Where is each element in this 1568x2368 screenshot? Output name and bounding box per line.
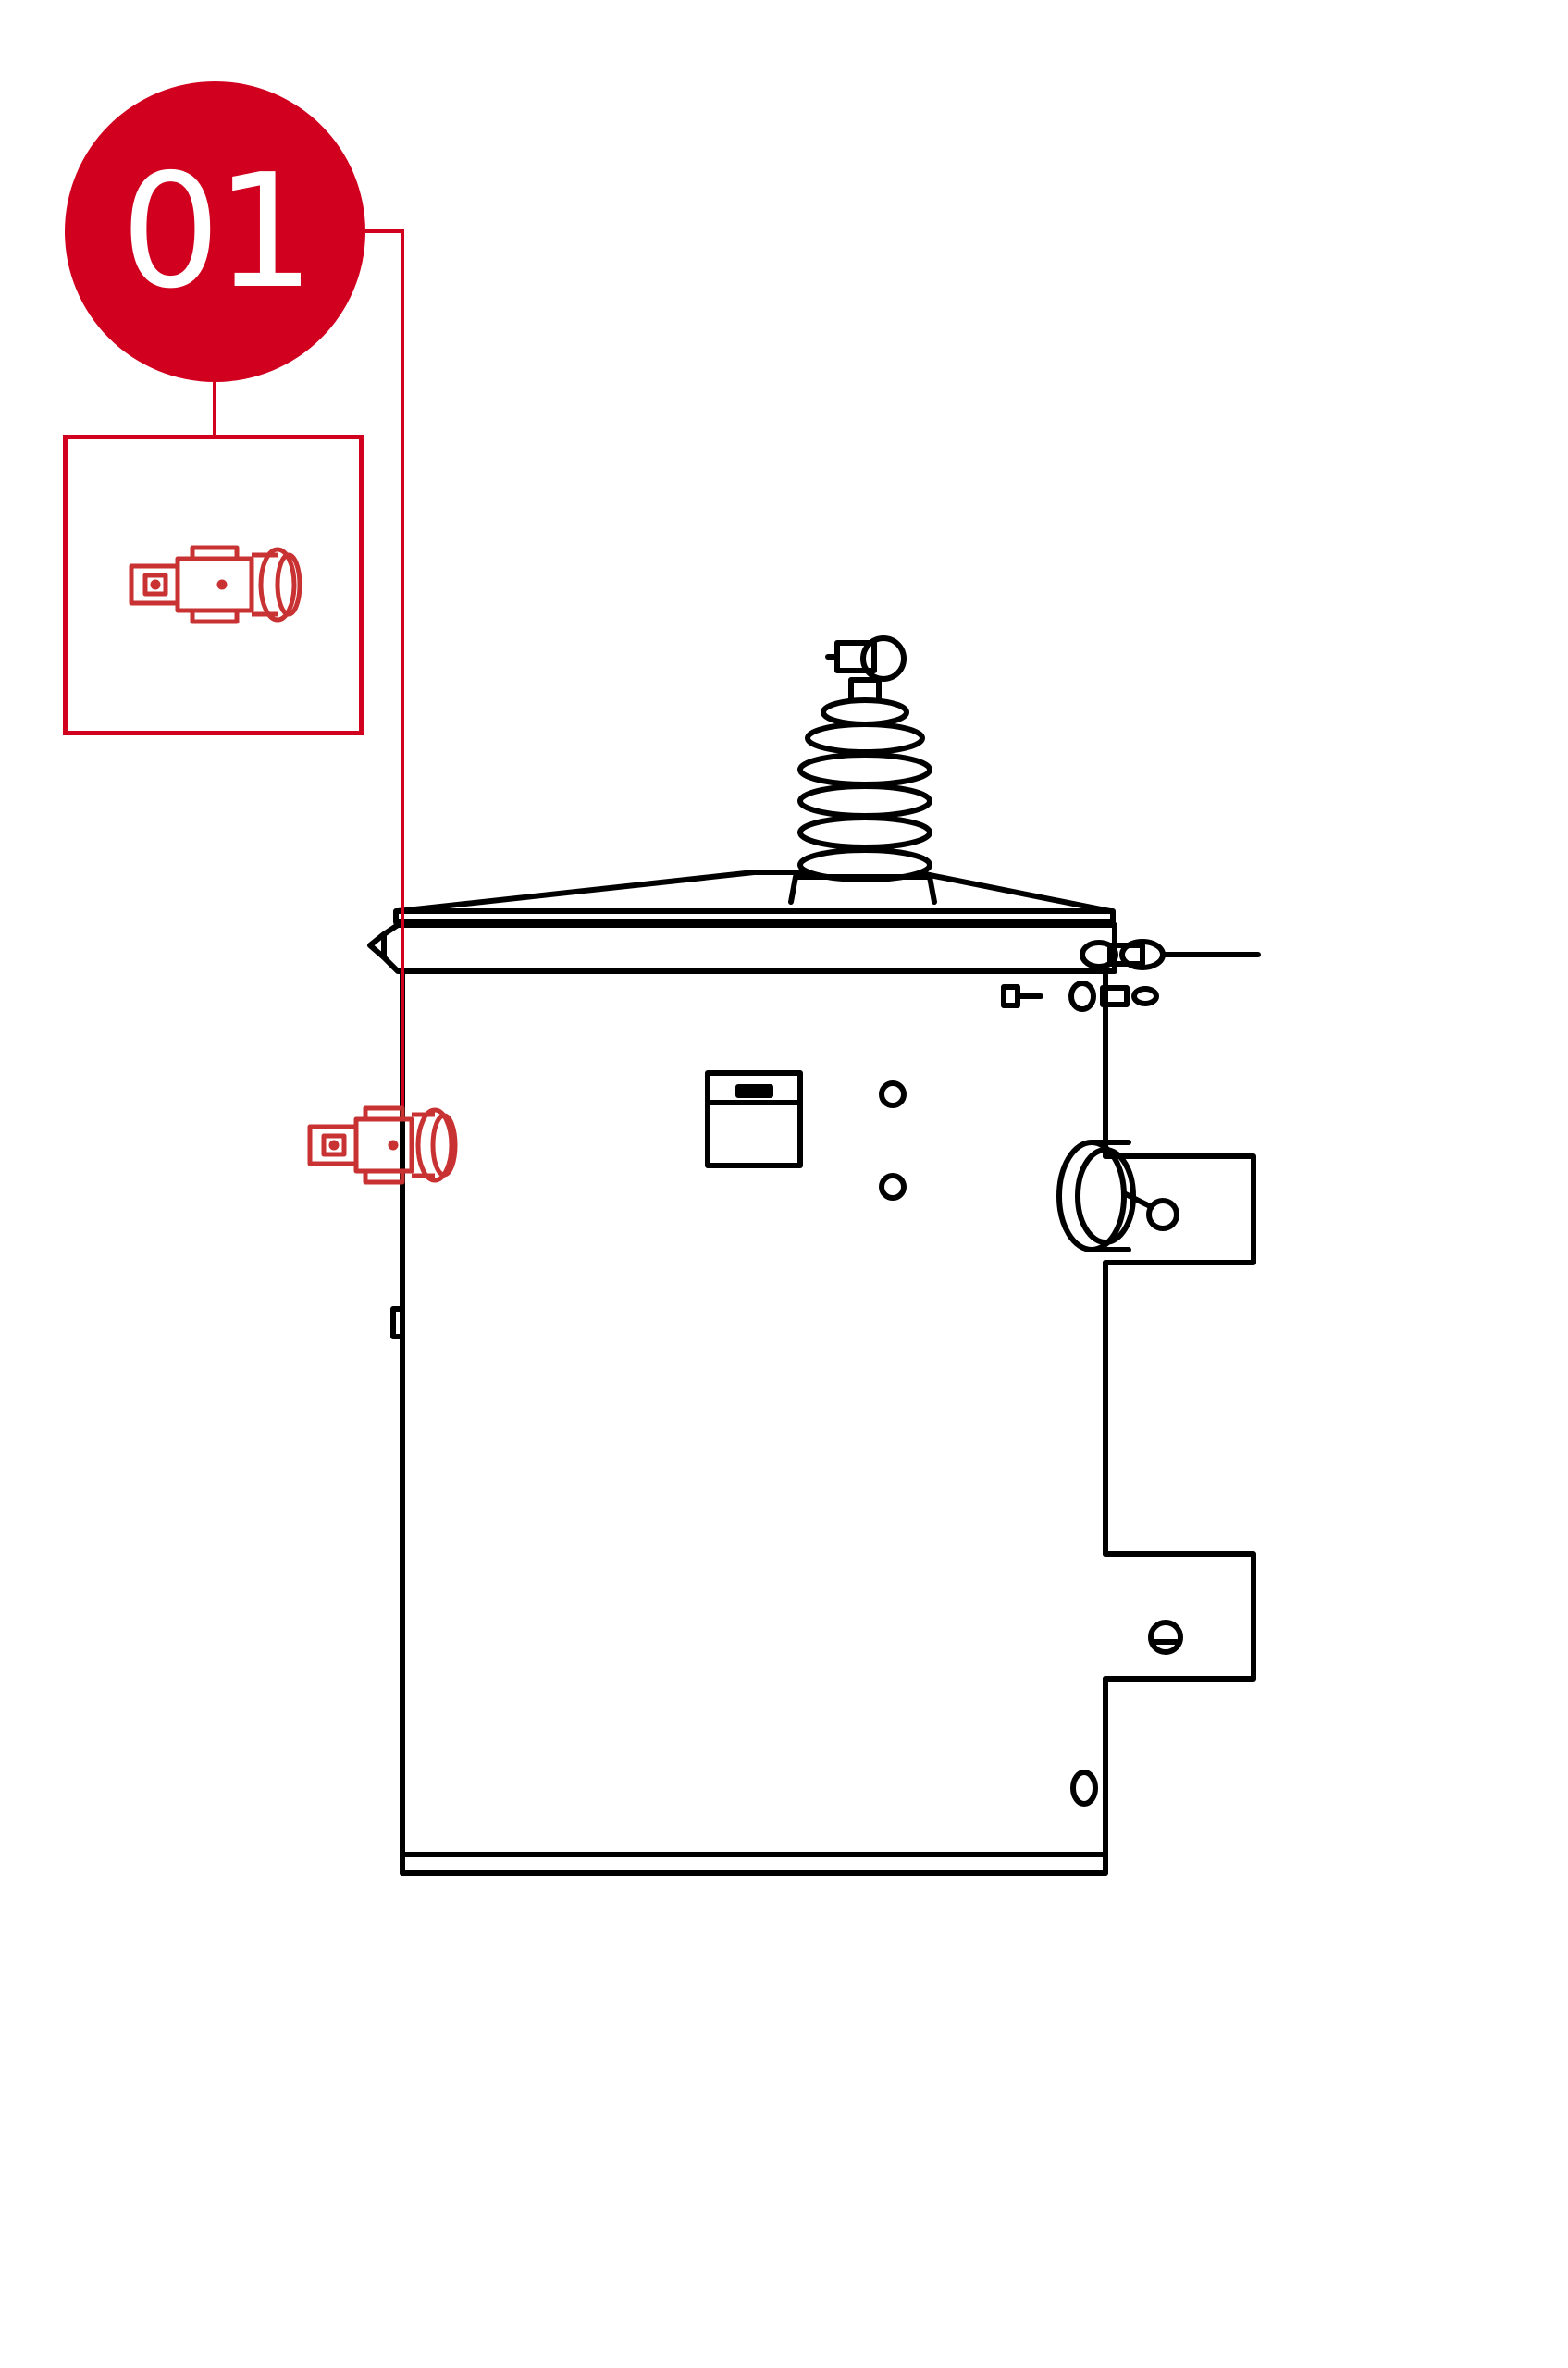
callout-badge: 01 bbox=[65, 81, 365, 382]
nameplate bbox=[705, 1070, 803, 1168]
detail-box bbox=[63, 435, 364, 735]
tank-cover bbox=[367, 870, 1117, 974]
front-fittings bbox=[879, 1080, 1183, 1807]
terminal-connector-detail-icon bbox=[129, 545, 302, 624]
callout-number: 01 bbox=[120, 140, 315, 324]
pressure-relief-valve bbox=[1056, 1140, 1179, 1252]
callout-leader-line bbox=[365, 229, 404, 1110]
top-right-connectors bbox=[1001, 939, 1261, 1012]
bushing bbox=[788, 635, 937, 905]
tank-body bbox=[390, 968, 1256, 1876]
terminal-connector-icon bbox=[307, 1105, 458, 1185]
